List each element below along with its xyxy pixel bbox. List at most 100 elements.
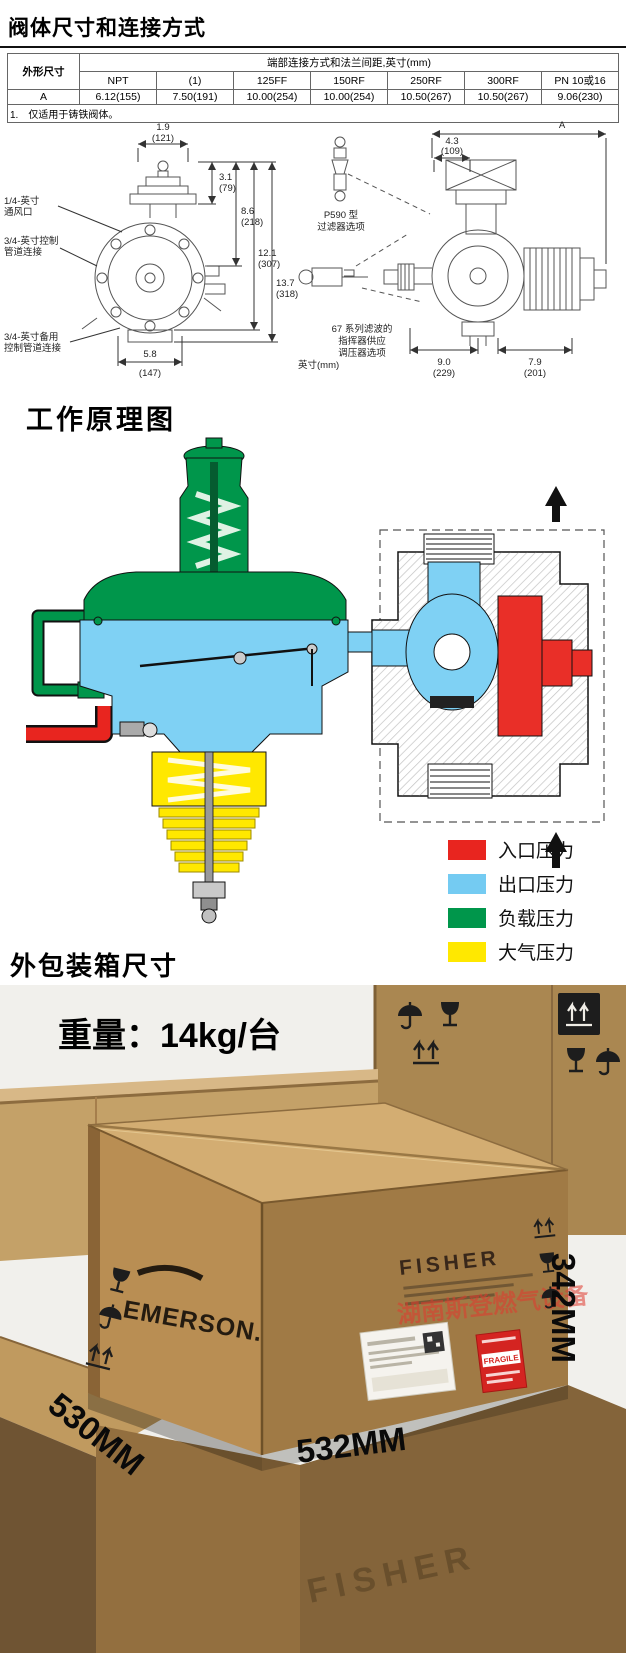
valve-section-title: 阀体尺寸和连接方式 — [8, 17, 206, 40]
legend-item-atmosphere: 大气压力 — [448, 938, 574, 965]
table-corner-header: 外形尺寸 — [7, 53, 80, 90]
legend-swatch-load — [448, 907, 486, 928]
dim-right-b1: 9.0 — [437, 357, 450, 368]
legend-item-outlet: 出口压力 — [448, 870, 574, 897]
print-block — [558, 993, 600, 1035]
callout-spare-2: 控制管道连接 — [4, 342, 62, 354]
table-data-row: A 6.12(155) 7.50(191) 10.00(254) 10.00(2… — [7, 89, 619, 105]
svg-text:342MM: 342MM — [545, 1253, 582, 1363]
box-shadow — [88, 1389, 262, 1471]
fragile-sticker: FRAGILE — [475, 1329, 528, 1394]
table-group-header: 端部连接方式和法兰间距,英寸(mm) — [79, 53, 619, 72]
callout-pilot-1: 67 系列滤波的 — [332, 323, 393, 335]
dim-top-height-mm: (79) — [219, 183, 236, 194]
dim-top-height: 3.1 — [219, 172, 232, 183]
legend-item-inlet: 入口压力 — [448, 836, 574, 863]
legend-label-load: 负载压力 — [498, 909, 575, 930]
diaphragm-case — [83, 571, 347, 621]
legend-label-outlet: 出口压力 — [498, 875, 575, 896]
dim-h2: 12.1 — [258, 248, 277, 259]
legend-swatch-inlet — [448, 839, 486, 860]
callout-pilot-2: 指挥器供应 — [338, 335, 386, 347]
dim-height-annotation: 342MM — [545, 1253, 582, 1363]
principle-diagram — [26, 437, 605, 924]
col-300rf: 300RF — [464, 71, 542, 90]
callout-filter-1: P590 型 — [324, 210, 359, 221]
dimension-texts: 1.9 (121) 3.1 (79) 8.6 (218) 12.1 (307) … — [4, 120, 566, 379]
callout-pilot-3: 调压器选项 — [338, 347, 386, 359]
flow-arrow-bottom — [545, 832, 567, 868]
callout-vent-1: 1/4-英寸 — [4, 195, 40, 207]
val-300rf: 10.50(267) — [464, 89, 542, 105]
flow-arrow-top — [545, 486, 567, 522]
title-rule — [0, 46, 626, 48]
dim-h3: 13.7 — [276, 278, 295, 289]
col-250rf: 250RF — [387, 71, 465, 90]
val-npt: 6.12(155) — [79, 89, 157, 105]
dim-bottom-width: 5.8 — [143, 349, 156, 360]
front-view-drawing — [81, 160, 226, 343]
this-way-up-icon-inverse — [566, 1001, 592, 1027]
col-note1: (1) — [156, 71, 234, 90]
dim-top-width: 1.9 — [156, 122, 169, 133]
col-pn: PN 10或16 — [541, 71, 619, 90]
qr-code — [422, 1330, 445, 1354]
series67-drawing — [298, 233, 423, 303]
col-125ff: 125FF — [233, 71, 311, 90]
package-section-title: 外包装箱尺寸 — [10, 951, 179, 981]
main-box-left-face — [88, 1125, 262, 1455]
dim-right-top: 4.3 — [445, 136, 458, 147]
legend-label-inlet: 入口压力 — [498, 841, 575, 862]
val-125ff: 10.00(254) — [233, 89, 311, 105]
dim-top-width-mm: (121) — [152, 133, 174, 144]
pressure-legend: 入口压力 出口压力 负载压力 大气压力 — [448, 836, 574, 965]
dim-h2-mm: (307) — [258, 259, 280, 270]
inlet-pipe — [26, 706, 111, 741]
dim-a: A — [559, 120, 566, 131]
dim-bottom-width-mm: (147) — [139, 368, 161, 379]
lower-front-boxes: FISHER — [96, 1385, 626, 1653]
legend-label-atmosphere: 大气压力 — [498, 943, 575, 964]
row-label-a: A — [7, 89, 80, 105]
legend-swatch-atmosphere — [448, 941, 486, 962]
callout-spare-1: 3/4-英寸备用 — [4, 331, 58, 343]
dim-right-b2: 7.9 — [528, 357, 541, 368]
dim-h1: 8.6 — [241, 206, 254, 217]
lower-left-box — [0, 1336, 191, 1653]
package-photo: FISHER EMERSON. — [0, 985, 626, 1653]
weight-annotation: 重量：14kg/台 — [58, 1017, 281, 1055]
dim-right-b1-mm: (229) — [433, 368, 455, 379]
main-box: EMERSON. FISHER 湖南斯登燃气设备 — [84, 1102, 591, 1455]
unit-note: 英寸(mm) — [298, 359, 339, 371]
dim-right-b2-mm: (201) — [524, 368, 546, 379]
load-pipe — [33, 611, 98, 695]
callout-vent-2: 通风口 — [4, 207, 33, 218]
dim-h3-mm: (318) — [276, 289, 298, 300]
dimension-drawings: 1.9 (121) 3.1 (79) 8.6 (218) 12.1 (307) … — [4, 120, 607, 379]
p590-filter-drawing — [331, 136, 431, 215]
side-view-drawing — [383, 159, 607, 346]
dim-right-top-mm: (109) — [441, 146, 463, 157]
col-150rf: 150RF — [310, 71, 388, 90]
emerson-swoosh-icon — [136, 1264, 204, 1281]
val-150rf: 10.00(254) — [310, 89, 388, 105]
callout-filter-2: 过滤器选项 — [317, 221, 365, 233]
legend-swatch-outlet — [448, 873, 486, 894]
dimension-table: 外形尺寸 端部连接方式和法兰间距,英寸(mm) NPT (1) 125FF 15… — [7, 53, 619, 123]
table-footnote: 1. 仅适用于铸铁阀体。 — [7, 104, 619, 123]
dimension-lines — [57, 130, 607, 366]
val-250rf: 10.50(267) — [387, 89, 465, 105]
shipping-label — [359, 1321, 457, 1402]
dim-h1-mm: (218) — [241, 217, 263, 228]
svg-text:FRAGILE: FRAGILE — [483, 1353, 520, 1366]
box-shadow — [262, 1381, 568, 1471]
val-note1: 7.50(191) — [156, 89, 234, 105]
table-column-row: NPT (1) 125FF 150RF 250RF 300RF PN 10或16 — [8, 71, 619, 90]
valve-body-assembly — [371, 486, 605, 868]
callout-control-1: 3/4-英寸控制 — [4, 235, 58, 247]
upper-spring — [186, 491, 242, 569]
principle-section-title: 工作原理图 — [26, 405, 176, 435]
legend-item-load: 负载压力 — [448, 904, 574, 931]
val-pn: 9.06(230) — [541, 89, 619, 105]
